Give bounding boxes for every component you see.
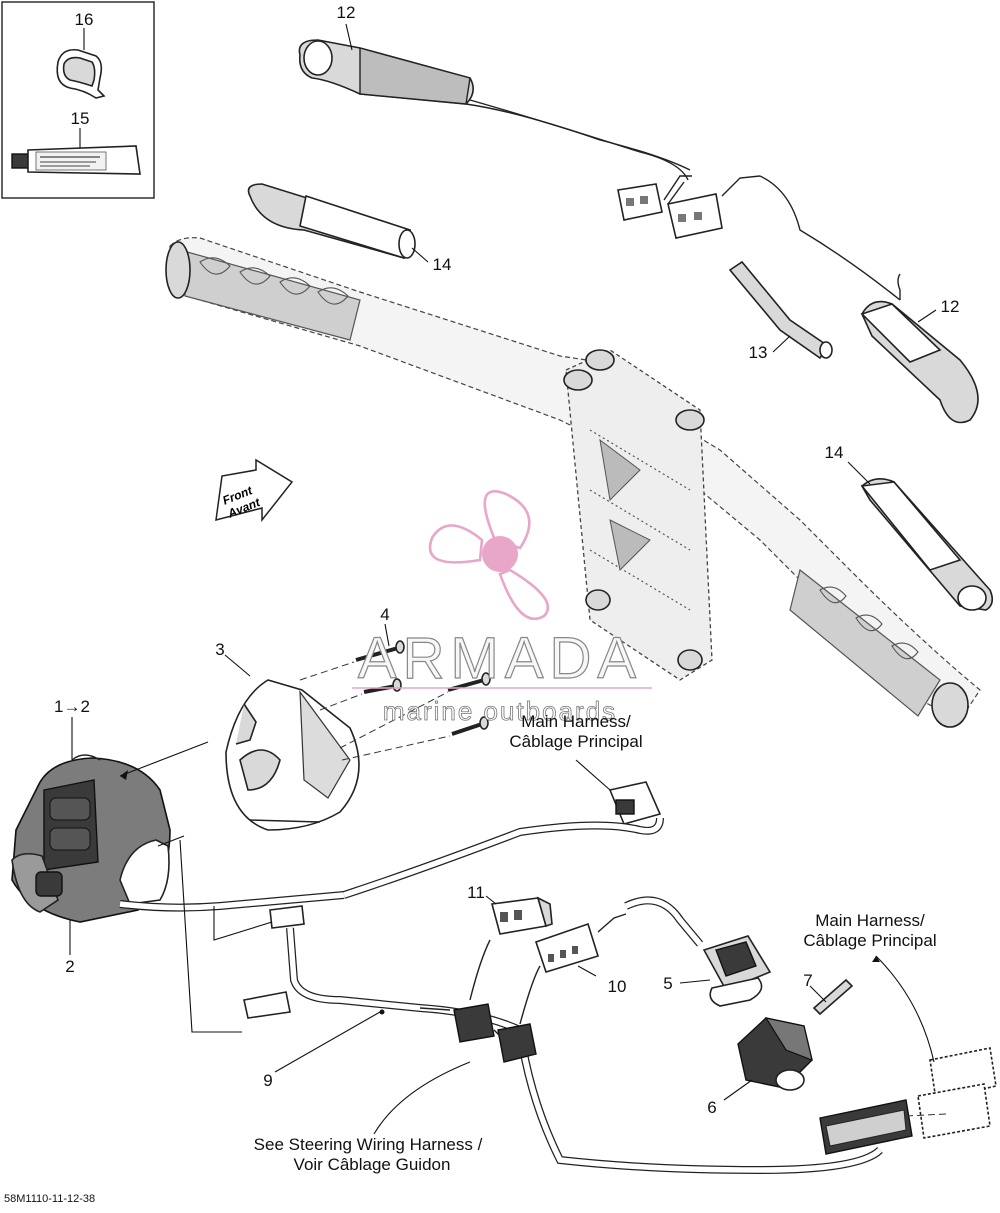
main-harness-note-1-en: Main Harness/ (521, 712, 631, 731)
propeller-logo-icon (428, 490, 550, 621)
front-direction-arrow (215, 458, 294, 523)
callout-14-top: 14 (433, 255, 452, 274)
reference-code: 58M1110-11-12-38 (4, 1193, 95, 1205)
main-harness-note-2-fr: Câblage Principal (803, 931, 936, 950)
callout-15: 15 (71, 109, 90, 128)
callout-10: 10 (608, 977, 627, 996)
steering-harness-note-en: See Steering Wiring Harness / (254, 1135, 483, 1154)
clip-16-drawing (56, 48, 106, 99)
grip-14-top-drawing (247, 183, 416, 260)
callout-11: 11 (467, 883, 485, 902)
connector-11-drawing (490, 896, 553, 935)
main-harness-note-1-fr: Câblage Principal (509, 732, 642, 751)
switch-housing-3-drawing (225, 679, 360, 831)
callout-12-top: 12 (337, 3, 356, 22)
steering-harness-note-fr: Voir Câblage Guidon (294, 1155, 451, 1174)
heater-connectors-drawing (617, 175, 901, 301)
callout-6: 6 (707, 1098, 716, 1117)
grip-heater-12-right-drawing (860, 273, 979, 424)
watermark-brand: ARMADA (358, 626, 642, 691)
callout-3: 3 (215, 640, 224, 659)
connector-10-drawing (534, 896, 704, 973)
callout-5: 5 (663, 974, 672, 993)
handlebar-drawing (165, 237, 981, 728)
callout-16: 16 (75, 10, 94, 29)
watermark-tagline: marine outboards (383, 696, 617, 726)
harness-9-drawing (243, 905, 883, 1175)
switch-module-1-2-drawing (11, 754, 345, 923)
callout-2: 2 (65, 957, 74, 976)
inset-box (1, 1, 155, 199)
callout-12-right: 12 (941, 297, 960, 316)
callout-1-to-2: 1→2 (54, 697, 90, 716)
main-harness-note-2-en: Main Harness/ (815, 911, 925, 930)
main-harness-connector-top-drawing (342, 781, 664, 899)
callout-7: 7 (803, 971, 812, 990)
hose-13-drawing (728, 260, 833, 360)
tube-15-drawing (11, 145, 141, 175)
armada-watermark (428, 490, 550, 621)
main-harness-connector-bottom-drawing (819, 1047, 997, 1155)
callout-13: 13 (749, 343, 768, 362)
grip-14-right-drawing (860, 478, 994, 611)
cap-6-drawing (737, 1017, 813, 1091)
pin-7-drawing (812, 978, 854, 1016)
grip-heater-12-top-drawing (298, 39, 691, 181)
switch-5-drawing (702, 935, 772, 1007)
callout-9: 9 (263, 1071, 272, 1090)
callout-4: 4 (380, 605, 389, 624)
callout-14-right: 14 (825, 443, 844, 462)
